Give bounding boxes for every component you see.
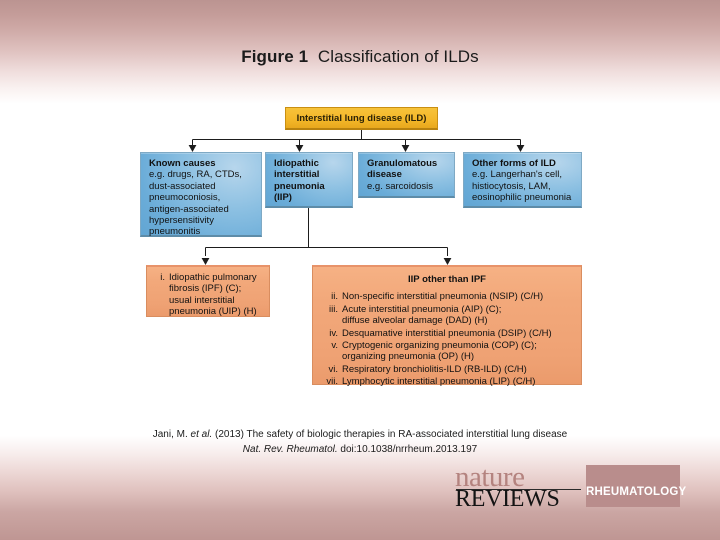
citation-authors: Jani, M. xyxy=(152,429,191,440)
citation-doi: doi:10.1038/nrrheum.2013.197 xyxy=(337,444,478,455)
list-item: iv. Desquamative interstitial pneumonia … xyxy=(322,328,572,339)
citation: Jani, M. et al. (2013) The safety of bio… xyxy=(0,427,720,457)
citation-line-2: Nat. Rev. Rheumatol. doi:10.1038/nrrheum… xyxy=(0,442,720,457)
ipf-list: i. Idiopathic pulmonary fibrosis (IPF) (… xyxy=(155,272,262,318)
list-item: vii. Lymphocytic interstitial pneumonia … xyxy=(322,376,572,387)
list-numeral: iii. xyxy=(329,303,338,315)
list-numeral: v. xyxy=(331,340,338,352)
logo-divider-rule xyxy=(456,489,581,490)
list-numeral: ii. xyxy=(331,291,338,303)
node-interstitial-lung-disease[interactable]: Interstitial lung disease (ILD) xyxy=(285,107,438,130)
node-known-causes-heading: Known causes xyxy=(149,158,216,169)
node-other-forms-body: e.g. Langerhan's cell, histiocytosis, LA… xyxy=(472,169,572,204)
node-idiopathic-pulmonary-fibrosis[interactable]: i. Idiopathic pulmonary fibrosis (IPF) (… xyxy=(146,265,270,317)
list-line-1: Non-specific interstitial pneumonia (NSI… xyxy=(342,291,544,303)
list-line-1: Acute interstitial pneumonia (AIP) (C); xyxy=(342,303,502,315)
list-numeral: vii. xyxy=(326,376,338,388)
list-text: Desquamative interstitial pneumonia (DSI… xyxy=(342,328,572,339)
list-line-1: Desquamative interstitial pneumonia (DSI… xyxy=(342,327,552,339)
list-line-2: organizing pneumonia (OP) (H) xyxy=(342,351,475,363)
list-item: iii. Acute interstitial pneumonia (AIP) … xyxy=(322,304,572,327)
node-other-forms-of-ild[interactable]: Other forms of ILD e.g. Langerhan's cell… xyxy=(463,152,582,208)
list-text: Lymphocytic interstitial pneumonia (LIP)… xyxy=(342,376,572,387)
node-granulomatous-heading: Granulomatous disease xyxy=(367,158,438,181)
list-text: Acute interstitial pneumonia (AIP) (C); … xyxy=(342,304,572,327)
list-text: Non-specific interstitial pneumonia (NSI… xyxy=(342,291,572,302)
logo-nature-wordmark: nature xyxy=(455,461,525,493)
list-item: i. Idiopathic pulmonary fibrosis (IPF) (… xyxy=(155,272,262,318)
figure-caption-text: Classification of ILDs xyxy=(317,47,479,66)
nature-reviews-logo: nature REVIEWS RHEUMATOLOGY xyxy=(455,461,687,513)
node-granulomatous-body: e.g. sarcoidosis xyxy=(367,180,434,192)
list-text: Cryptogenic organizing pneumonia (COP) (… xyxy=(342,340,572,363)
list-text: Respiratory bronchiolitis-ILD (RB-ILD) (… xyxy=(342,364,572,375)
node-iip-other-heading: IIP other than IPF xyxy=(408,274,486,285)
citation-article-title: (2013) The safety of biologic therapies … xyxy=(212,429,568,440)
list-line-1: Respiratory bronchiolitis-ILD (RB-ILD) (… xyxy=(342,363,527,375)
list-item: vi. Respiratory bronchiolitis-ILD (RB-IL… xyxy=(322,364,572,375)
citation-line-1: Jani, M. et al. (2013) The safety of bio… xyxy=(0,427,720,442)
list-line-1: Idiopathic pulmonary fibrosis (IPF) (C); xyxy=(169,272,257,295)
list-numeral: vi. xyxy=(328,363,339,375)
figure-label: Figure 1 xyxy=(241,47,309,66)
list-line-2: diffuse alveolar damage (DAD) (H) xyxy=(342,315,488,327)
list-line-1: Lymphocytic interstitial pneumonia (LIP)… xyxy=(342,376,536,388)
node-iip-heading: Idiopathic interstitial pneumonia (IIP) xyxy=(274,158,325,204)
logo-journal-block: RHEUMATOLOGY xyxy=(586,465,687,507)
node-granulomatous-disease[interactable]: Granulomatous disease e.g. sarcoidosis xyxy=(358,152,455,198)
classification-flowchart: Interstitial lung disease (ILD) Known ca… xyxy=(140,107,582,387)
list-item: v. Cryptogenic organizing pneumonia (COP… xyxy=(322,340,572,363)
node-idiopathic-interstitial-pneumonia[interactable]: Idiopathic interstitial pneumonia (IIP) xyxy=(265,152,353,208)
list-numeral: i. xyxy=(160,272,165,283)
list-line-2: usual interstitial pneumonia (UIP) (H) xyxy=(169,294,257,318)
flowchart-connectors xyxy=(188,130,525,265)
node-other-forms-heading: Other forms of ILD xyxy=(472,158,556,169)
list-numeral: iv. xyxy=(329,327,338,339)
node-known-causes-body: e.g. drugs, RA, CTDs, dust-associated pn… xyxy=(149,169,242,238)
citation-etal: et al. xyxy=(190,429,213,440)
node-iip-other-than-ipf[interactable]: IIP other than IPF ii. Non-specific inte… xyxy=(312,265,582,387)
citation-journal: Nat. Rev. Rheumatol. xyxy=(242,444,338,455)
logo-journal-name: RHEUMATOLOGY xyxy=(586,486,687,498)
list-line-1: Cryptogenic organizing pneumonia (COP) (… xyxy=(342,340,537,352)
page-title: Figure 1 Classification of ILDs xyxy=(0,47,720,67)
logo-reviews-wordmark: REVIEWS xyxy=(455,486,560,512)
list-text: Idiopathic pulmonary fibrosis (IPF) (C);… xyxy=(169,272,262,318)
iip-other-list: ii. Non-specific interstitial pneumonia … xyxy=(322,291,572,387)
list-item: ii. Non-specific interstitial pneumonia … xyxy=(322,291,572,302)
node-known-causes[interactable]: Known causes e.g. drugs, RA, CTDs, dust-… xyxy=(140,152,262,237)
